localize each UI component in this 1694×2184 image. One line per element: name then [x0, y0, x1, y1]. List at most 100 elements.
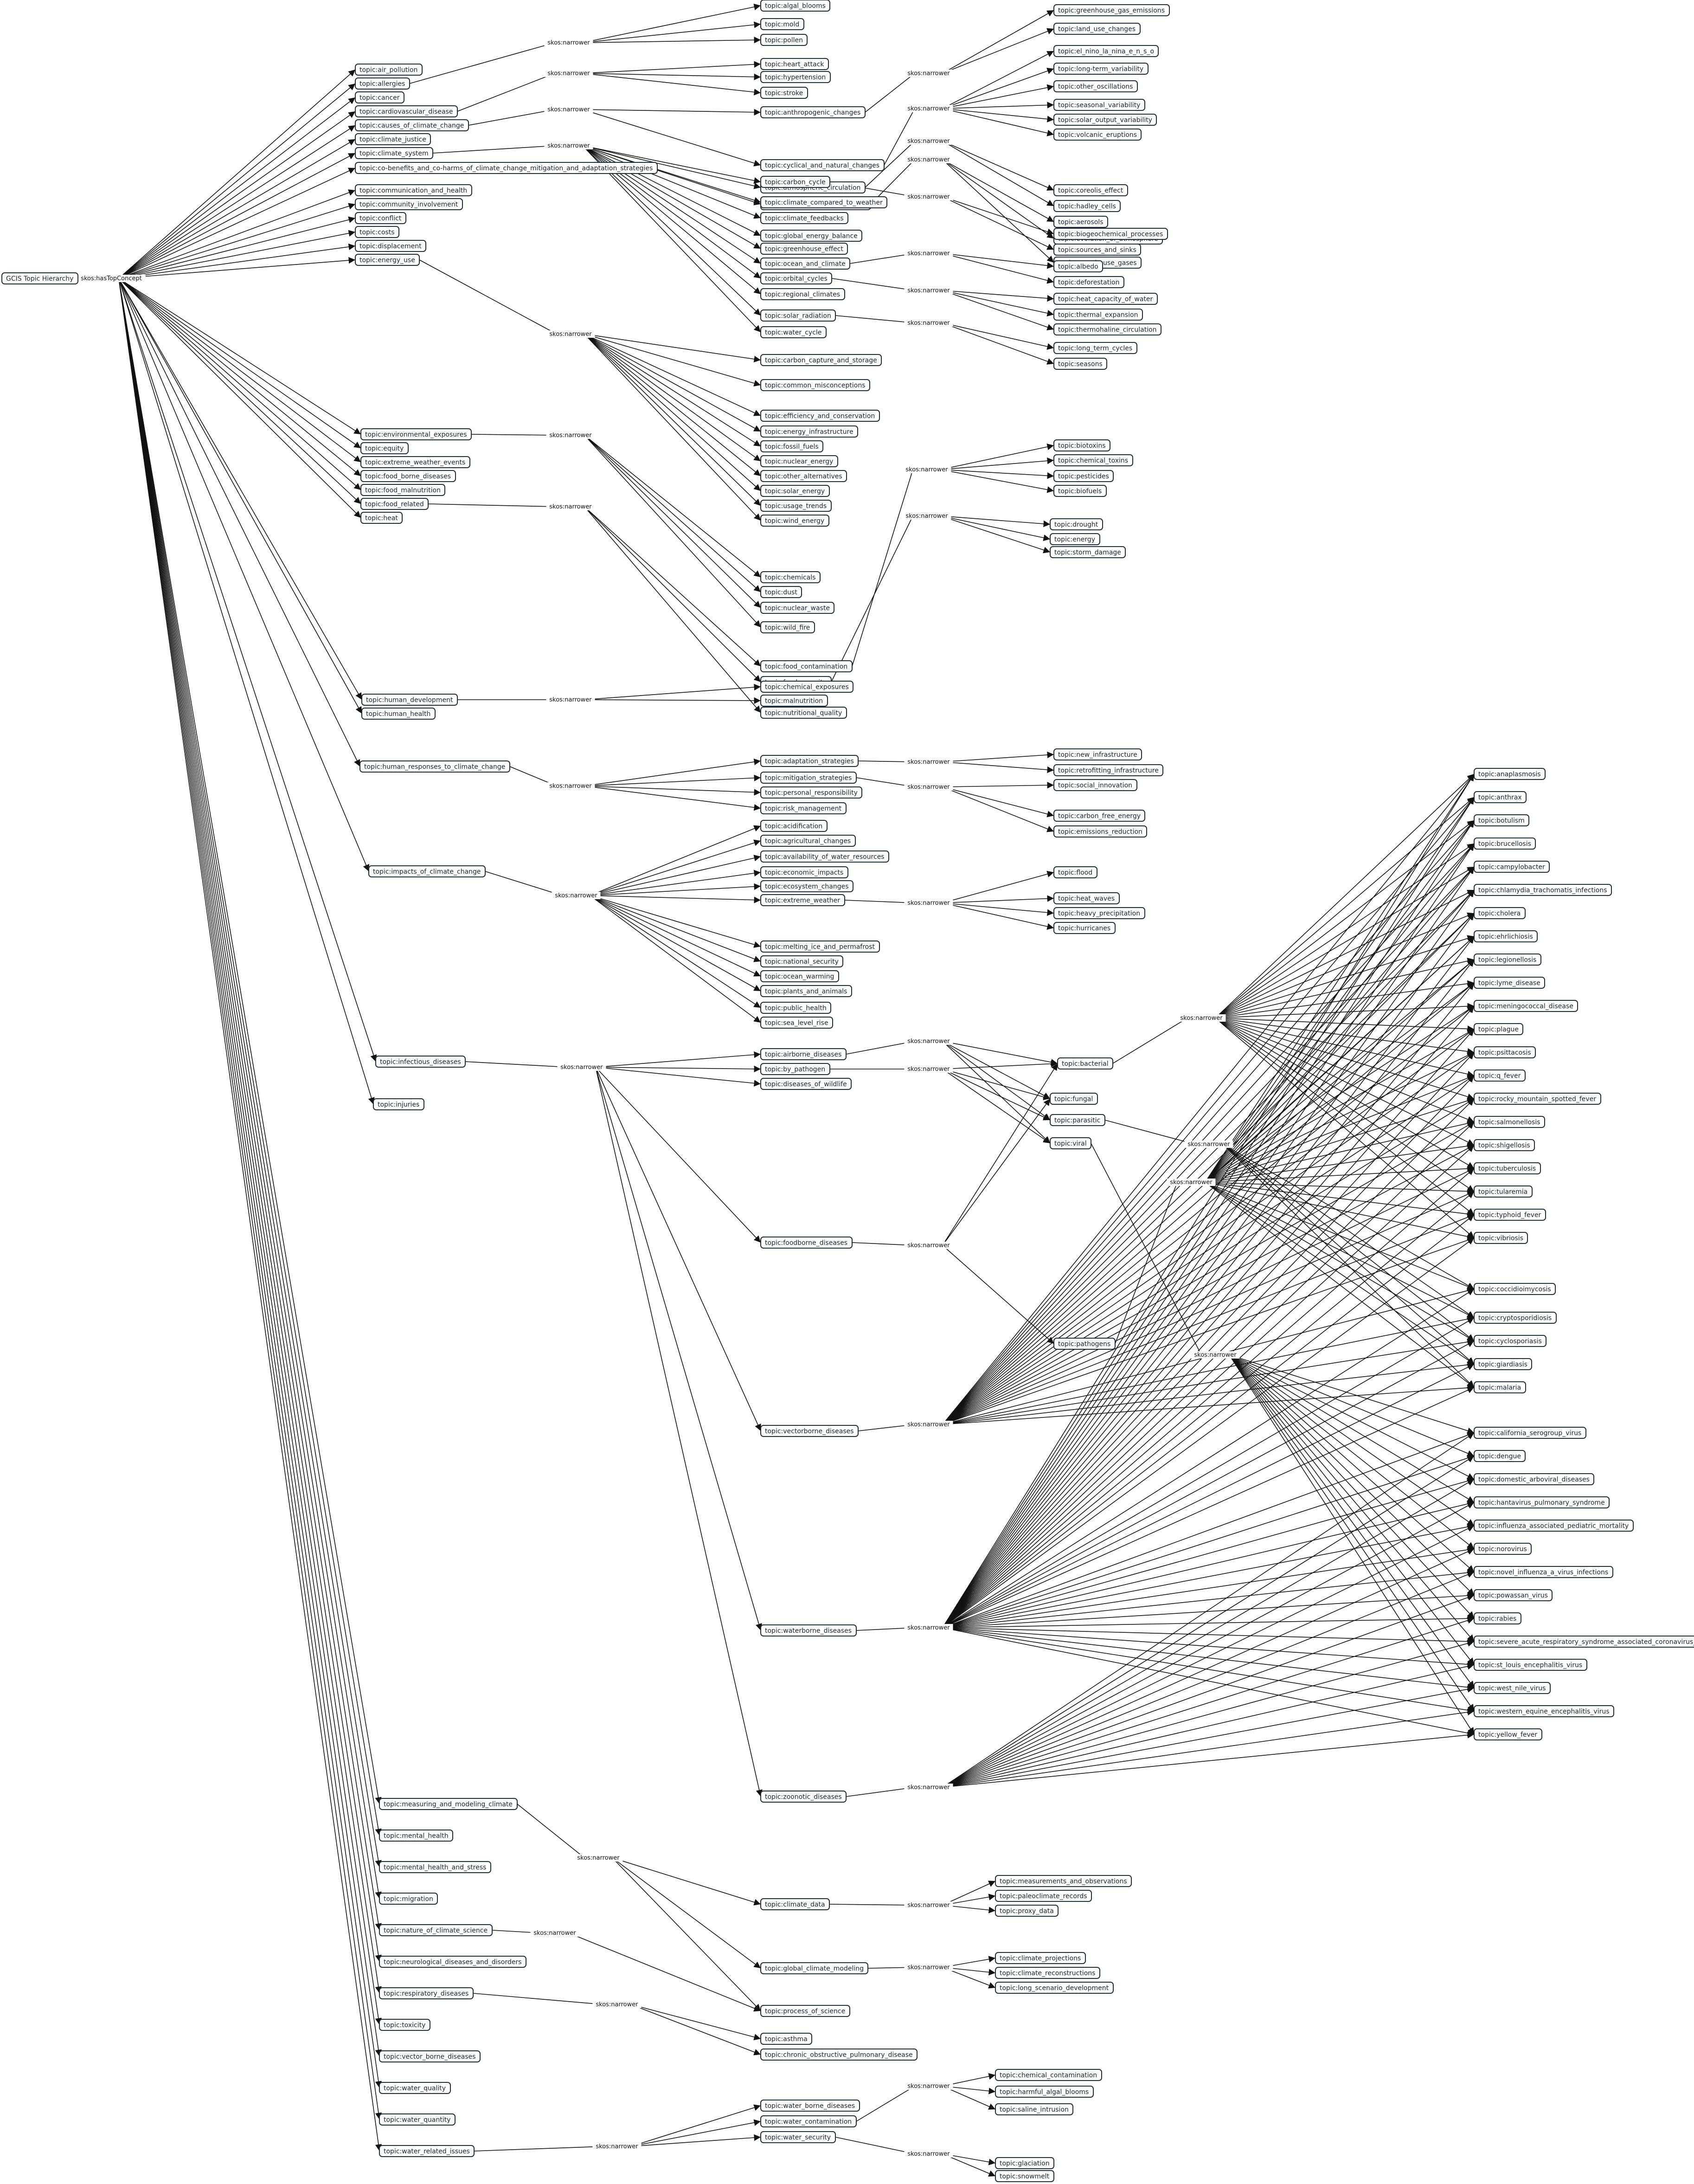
topic-node: topic:climate_projections	[995, 1952, 1086, 1964]
node-label: topic:harmful_algal_blooms	[1000, 2088, 1089, 2096]
node-label: topic:norovirus	[1478, 1546, 1527, 1553]
topic-node: topic:neurological_diseases_and_disorder…	[379, 1956, 526, 1968]
narrower-edge	[584, 334, 761, 491]
node-box	[1474, 977, 1545, 989]
node-box	[1053, 80, 1138, 92]
node-box	[379, 1893, 438, 1905]
edge-label: skos:narrower	[907, 250, 950, 257]
node-label: topic:aerosols	[1058, 219, 1104, 226]
topic-node: topic:influenza_associated_pediatric_mor…	[1474, 1520, 1634, 1532]
node-label: topic:retrofitting_infrastructure	[1058, 767, 1159, 774]
edge-segment	[1115, 1182, 1178, 1344]
topic-node: topic:global_energy_balance	[760, 230, 862, 242]
node-label: topic:hantavirus_pulmonary_syndrome	[1478, 1499, 1605, 1507]
node-box	[1474, 907, 1526, 919]
topic-node: topic:campylobacter	[1474, 861, 1550, 873]
topic-node: topic:energy_infrastructure	[760, 425, 858, 438]
edge-segment	[846, 1041, 915, 1055]
narrower-edge	[942, 751, 1054, 762]
node-box	[760, 880, 853, 892]
topic-node: topic:aerosols	[1053, 216, 1108, 228]
topic-node: topic:flood	[1053, 866, 1097, 878]
narrower-edge	[1229, 1354, 1475, 1712]
node-box	[355, 198, 463, 210]
topic-node: topic:mental_health_and_stress	[379, 1861, 491, 1873]
narrower-edge	[942, 159, 1054, 263]
topic-node: topic:asthma	[760, 2033, 812, 2045]
narrower-edge	[1215, 1018, 1475, 1100]
node-box	[379, 2050, 481, 2062]
topic-node: topic:malaria	[1474, 1381, 1526, 1393]
topic-node: topic:deforestation	[1053, 276, 1124, 288]
topic-node: topic:extreme_weather	[760, 894, 845, 906]
topic-node: topic:hantavirus_pulmonary_syndrome	[1474, 1496, 1610, 1508]
topic-node: topic:climate_compared_to_weather	[760, 196, 887, 208]
edge-segment	[468, 109, 555, 126]
node-label: topic:waterborne_diseases	[765, 1627, 852, 1635]
narrower-edge	[612, 1857, 761, 1906]
node-label: topic:dust	[765, 589, 797, 596]
topic-node: topic:el_nino_la_nina_e_n_s_o	[1053, 45, 1159, 57]
narrower-edge	[584, 435, 761, 593]
narrower-edge	[942, 1069, 1051, 1101]
edge-segment	[852, 469, 913, 667]
narrower-edge	[118, 278, 361, 435]
topic-node: topic:bacterial	[1057, 1057, 1113, 1069]
topic-node: topic:giardiasis	[1474, 1358, 1532, 1370]
edge-segment	[1091, 1143, 1202, 1355]
narrower-edge	[942, 1501, 1475, 1628]
node-label: topic:snowmelt	[1000, 2173, 1050, 2180]
narrower-edge	[1205, 1182, 1475, 1341]
topic-node: topic:pesticides	[1053, 470, 1114, 482]
narrower-edge	[630, 2134, 761, 2147]
narrower-edge	[942, 196, 1054, 235]
narrower-edge	[942, 1686, 1475, 1788]
narrower-edge	[942, 1060, 1058, 1069]
edge-label-bg	[546, 432, 595, 439]
node-label: topic:food_malnutrition	[365, 487, 441, 494]
topic-node: topic:air_pollution	[355, 64, 423, 76]
edge-label: skos:narrower	[549, 503, 592, 510]
topic-node: topic:foodborne_diseases	[760, 1237, 853, 1249]
node-label: topic:equity	[365, 445, 404, 452]
narrower-edge	[1205, 843, 1475, 1183]
edge-label-bg	[904, 1037, 953, 1045]
node-box	[1474, 1116, 1545, 1128]
topic-node: topic:co-benefits_and_co-harms_of_climat…	[355, 162, 658, 174]
narrower-edge	[942, 895, 1054, 903]
topic-node: topic:carbon_capture_and_storage	[760, 354, 882, 366]
node-label: topic:migration	[384, 1895, 433, 1903]
topic-node: topic:proxy_data	[995, 1905, 1059, 1917]
edge-segment	[474, 2146, 603, 2152]
narrower-edge	[942, 196, 1054, 250]
edge-label-bg	[544, 142, 593, 149]
edge-layer	[78, 3, 1475, 2177]
node-box	[1474, 1543, 1532, 1555]
node-box	[1474, 861, 1550, 873]
narrower-edge	[1215, 773, 1475, 1018]
narrower-edge	[612, 1857, 761, 1969]
node-label: topic:emissions_reduction	[1058, 828, 1142, 836]
topic-node: topic:human_responses_to_climate_change	[359, 760, 510, 773]
topic-node: topic:chemicals	[760, 571, 821, 583]
narrower-edge	[118, 278, 382, 2025]
node-label: topic:typhoid_fever	[1478, 1211, 1541, 1219]
narrower-edge	[942, 1384, 1475, 1425]
topic-node: topic:nature_of_climate_science	[379, 1924, 493, 1936]
narrower-edge	[942, 10, 1054, 74]
edge-segment	[432, 145, 555, 154]
topic-node: topic:fossil_fuels	[760, 440, 823, 452]
topic-node: topic:california_serogroup_virus	[1474, 1427, 1586, 1439]
narrower-edge	[1229, 1354, 1475, 1642]
node-label: topic:parasitic	[1054, 1117, 1100, 1124]
narrower-edge	[942, 913, 1475, 1425]
narrower-edge	[582, 73, 761, 80]
edge-label: skos:narrower	[907, 1421, 950, 1428]
node-label: topic:coreolis_effect	[1058, 187, 1123, 194]
narrower-edge	[942, 1121, 1475, 1425]
edge-label: skos:narrower	[907, 1624, 950, 1631]
node-label: topic:water_quantity	[384, 2116, 451, 2124]
node-box	[1474, 1185, 1533, 1198]
narrower-edge	[942, 1237, 1475, 1425]
edge-label-bg	[902, 466, 951, 473]
